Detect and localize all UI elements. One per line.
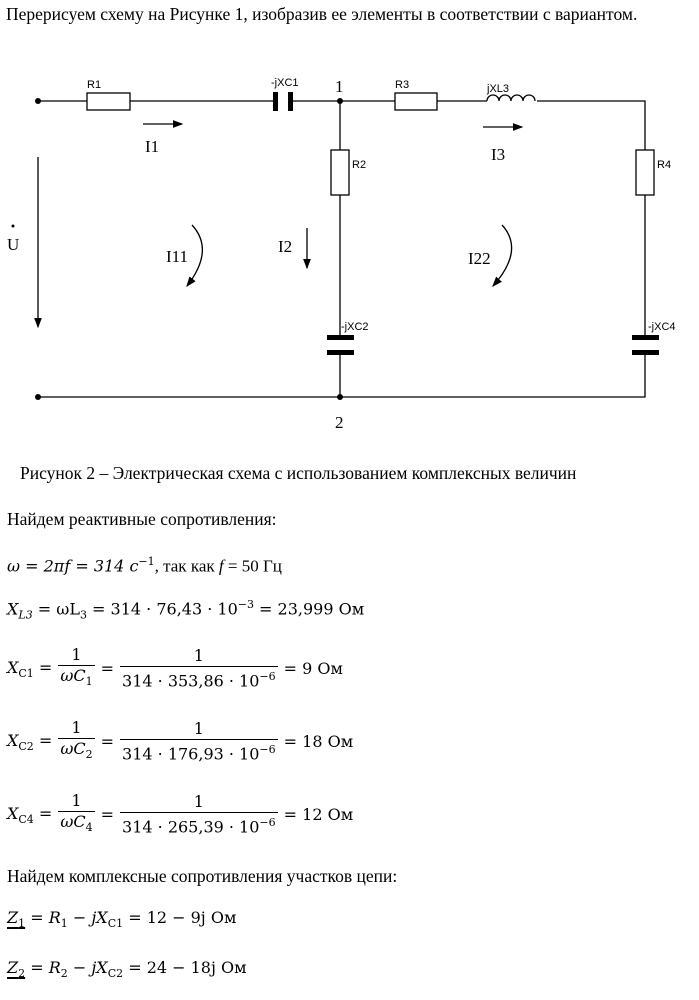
- heading-reactances: Найдем реактивные сопротивления:: [7, 509, 277, 529]
- loop-current-i11: I11: [166, 247, 188, 266]
- figure-caption: Рисунок 2 – Электрическая схема с исполь…: [20, 463, 577, 483]
- equation-omega: ω = 2πf = 314 с−1, так как f = 50 Гц: [7, 555, 282, 576]
- label-c1: -jXC1: [271, 77, 299, 89]
- loop-current-i22: I22: [468, 249, 491, 268]
- node-1-label: 1: [335, 77, 344, 96]
- circuit-diagram: R1 -jXC1 R3 jXL3 R2 R4 -jXC2 -jXC4 1 2 U…: [7, 77, 676, 432]
- current-label-i1: I1: [145, 137, 159, 156]
- intro-paragraph: Перерисуем схему на Рисунке 1, изобразив…: [6, 4, 638, 24]
- terminal-bottom: [35, 394, 41, 400]
- terminal-top: [35, 98, 41, 104]
- resistor-r3: [394, 92, 438, 111]
- label-r2: R2: [352, 159, 366, 171]
- label-r1: R1: [87, 79, 101, 91]
- heading-complex-impedances: Найдем комплексные сопротивления участко…: [7, 866, 398, 886]
- voltage-label: U: [7, 235, 19, 254]
- node-2-label: 2: [335, 413, 344, 432]
- capacitor-c1: [273, 92, 278, 111]
- label-r4: R4: [657, 159, 671, 171]
- node-1-dot: [337, 98, 343, 104]
- loop-arrow-i22: [492, 224, 513, 287]
- resistor-r2: [330, 149, 350, 196]
- inductor-l3: [486, 94, 536, 102]
- node-2-dot: [337, 394, 343, 400]
- current-label-i3: I3: [491, 145, 505, 164]
- current-label-i2: I2: [278, 237, 292, 256]
- wire-top: [38, 100, 646, 398]
- capacitor-c4: [632, 335, 659, 340]
- label-r3: R3: [395, 79, 409, 91]
- label-c2: -jXC2: [341, 321, 369, 333]
- capacitor-c2: [327, 335, 354, 340]
- equation-z2: Z2 = R2 − jXC2 = 24 − 18j Ом: [7, 958, 247, 981]
- loop-arrow-i11: [186, 224, 204, 288]
- equation-xl3: XL3 = ωL3 = 314 · 76,43 · 10−3 = 23,999 …: [7, 598, 365, 622]
- label-c4: -jXC4: [648, 321, 676, 333]
- label-l3: jXL3: [486, 83, 509, 95]
- equation-z1: Z1 = R1 − jXC1 = 12 − 9j Ом: [7, 908, 237, 931]
- resistor-r4: [635, 149, 655, 196]
- resistor-r1: [86, 92, 131, 111]
